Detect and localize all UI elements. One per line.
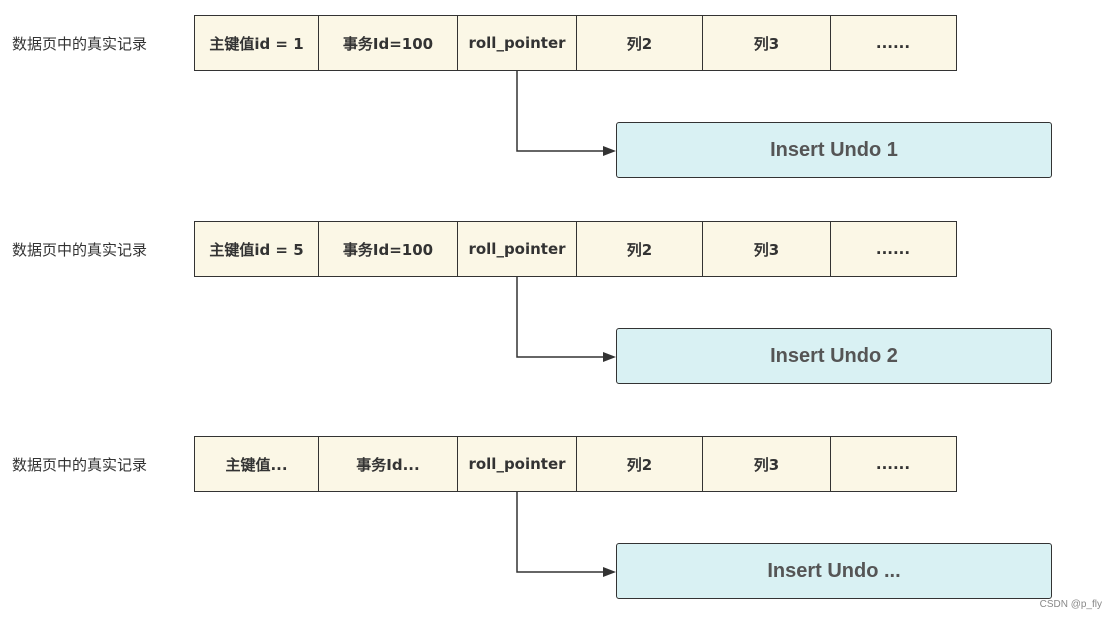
cell-col2: 列2 xyxy=(575,436,704,492)
cell-col3: 列3 xyxy=(702,15,831,71)
pointer-arrow xyxy=(516,492,616,577)
row-label: 数据页中的真实记录 xyxy=(12,241,148,259)
record-row-3: 数据页中的真实记录 主键值... 事务Id... roll_pointer 列2… xyxy=(0,436,1116,636)
record-cells: 主键值... 事务Id... roll_pointer 列2 列3 ...... xyxy=(194,436,957,492)
cell-primary-key: 主键值id = 5 xyxy=(194,221,319,277)
cell-col3: 列3 xyxy=(702,221,831,277)
undo-log-box: Insert Undo 2 xyxy=(616,328,1052,384)
cell-transaction-id: 事务Id... xyxy=(317,436,459,492)
cell-roll-pointer: roll_pointer xyxy=(457,15,577,71)
cell-roll-pointer: roll_pointer xyxy=(457,221,577,277)
cell-col2: 列2 xyxy=(575,15,704,71)
undo-log-box: Insert Undo 1 xyxy=(616,122,1052,178)
cell-roll-pointer: roll_pointer xyxy=(457,436,577,492)
row-label: 数据页中的真实记录 xyxy=(12,456,148,474)
pointer-arrow xyxy=(516,277,616,362)
record-cells: 主键值id = 5 事务Id=100 roll_pointer 列2 列3 ..… xyxy=(194,221,957,277)
cell-col2: 列2 xyxy=(575,221,704,277)
cell-ellipsis: ...... xyxy=(829,436,957,492)
record-row-1: 数据页中的真实记录 主键值id = 1 事务Id=100 roll_pointe… xyxy=(0,15,1116,215)
record-cells: 主键值id = 1 事务Id=100 roll_pointer 列2 列3 ..… xyxy=(194,15,957,71)
pointer-arrow xyxy=(516,71,616,156)
row-label: 数据页中的真实记录 xyxy=(12,35,148,53)
cell-transaction-id: 事务Id=100 xyxy=(317,221,459,277)
undo-log-box: Insert Undo ... xyxy=(616,543,1052,599)
watermark: CSDN @p_fly xyxy=(1039,599,1102,610)
cell-ellipsis: ...... xyxy=(829,15,957,71)
record-row-2: 数据页中的真实记录 主键值id = 5 事务Id=100 roll_pointe… xyxy=(0,221,1116,421)
cell-primary-key: 主键值... xyxy=(194,436,319,492)
cell-ellipsis: ...... xyxy=(829,221,957,277)
